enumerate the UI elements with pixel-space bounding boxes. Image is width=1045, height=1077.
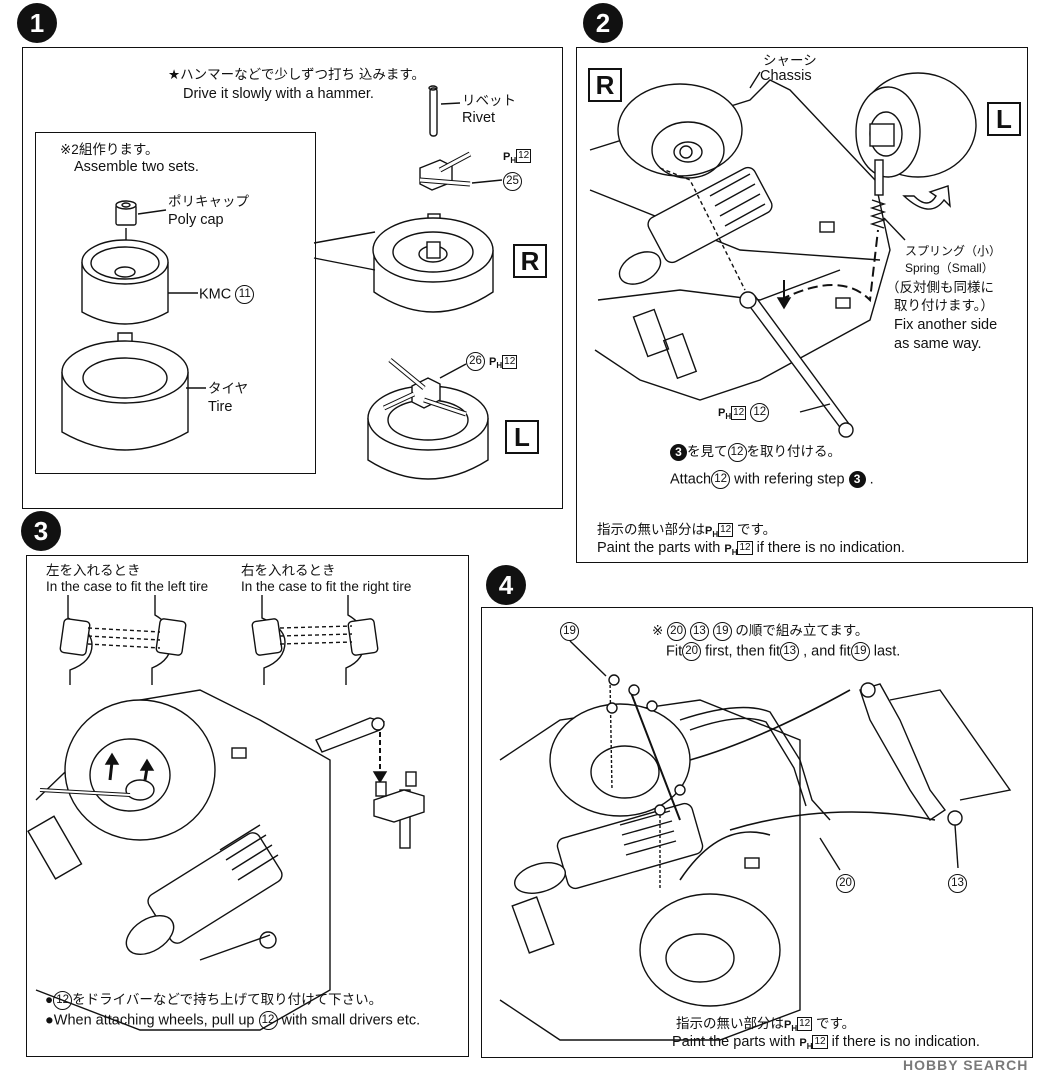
other-side-note-jp-1: （反対側も同様に: [886, 280, 994, 295]
two-sets-note-jp: ※2組作ります。: [60, 142, 159, 157]
tire-label-jp: タイヤ: [208, 381, 249, 396]
rivet-label-en: Rivet: [462, 110, 496, 126]
hammer-note-jp: ★ハンマーなどで少しずつ打ち 込みます。: [168, 67, 425, 82]
paint-code-number: 12: [516, 149, 532, 164]
right-tire-case-jp: 右を入れるとき: [241, 563, 336, 578]
pull-up-note-en: ●When attaching wheels, pull up 12 with …: [45, 1011, 421, 1030]
tire-label-en: Tire: [208, 399, 233, 415]
step-3-artwork: [27, 595, 425, 1031]
part-19-callout: 19: [560, 622, 579, 641]
rivet-label-jp: リベット: [462, 93, 516, 108]
poly-cap-label-jp: ポリキャップ: [168, 194, 249, 209]
step-1-badge: 1: [17, 3, 57, 43]
paint-code: PH: [503, 151, 517, 166]
chassis-label-en: Chassis: [760, 68, 812, 84]
step-2-artwork: [589, 71, 977, 438]
step-3-badge: 3: [21, 511, 61, 551]
other-side-note-en-1: Fix another side: [894, 317, 998, 333]
kmc-label: KMC 11: [199, 285, 255, 304]
poly-cap-label-en: Poly cap: [168, 212, 224, 228]
part-20-callout: 20: [836, 874, 855, 893]
spring-label-en: Spring（Small）: [905, 261, 994, 275]
order-note-jp: ※ 20 13 19 の順で組み立てます。: [652, 622, 868, 641]
spring-label-jp: スプリング（小）: [905, 244, 1002, 258]
left-tire-case-en: In the case to fit the left tire: [46, 579, 209, 594]
watermark: HOBBY SEARCH: [903, 1057, 1029, 1073]
other-side-note-en-2: as same way.: [894, 336, 982, 352]
part-13-callout: 13: [948, 874, 967, 893]
other-side-note-jp-2: 取り付けます。）: [894, 298, 994, 313]
right-side-badge: R: [588, 68, 622, 102]
part-25-number: 25: [503, 172, 522, 191]
chassis-label-jp: シャーシ: [763, 53, 817, 68]
left-wheel-badge: L: [505, 420, 539, 454]
step-1-artwork: [61, 85, 503, 480]
left-tire-case-jp: 左を入れるとき: [46, 563, 141, 578]
right-tire-case-en: In the case to fit the right tire: [241, 579, 412, 594]
step-2-badge: 2: [583, 3, 623, 43]
step-4-artwork: [499, 640, 1012, 1041]
step-4-badge: 4: [486, 565, 526, 605]
right-wheel-badge: R: [513, 244, 547, 278]
part-11-number: 11: [235, 285, 255, 304]
hammer-note-en: Drive it slowly with a hammer.: [183, 86, 374, 102]
left-side-badge: L: [987, 102, 1021, 136]
part-26-number: 26: [466, 352, 485, 371]
two-sets-note-en: Assemble two sets.: [74, 159, 199, 175]
part-12-number: 12: [750, 403, 770, 422]
